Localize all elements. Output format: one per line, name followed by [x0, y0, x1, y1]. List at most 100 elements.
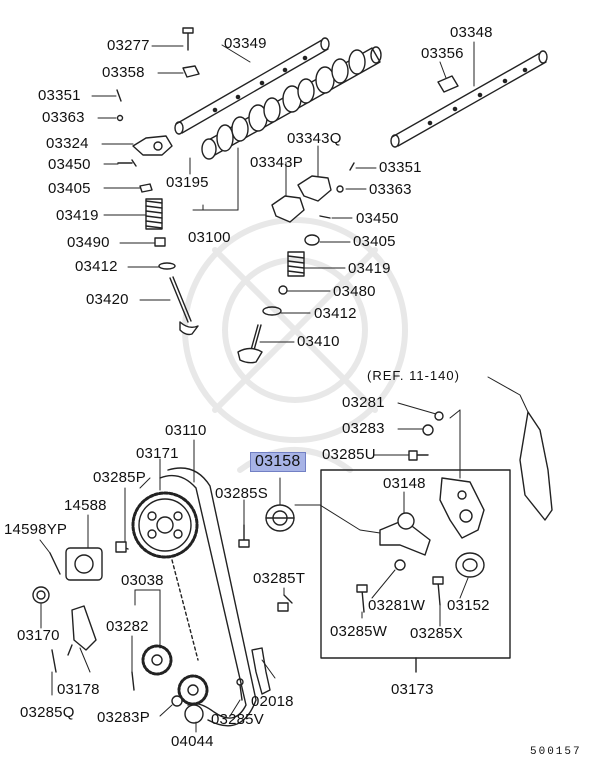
part-label-03358[interactable]: 03358 [102, 64, 145, 81]
belt-cover-ref [519, 411, 553, 521]
tensioner-bracket [439, 477, 485, 539]
part-label-03351-left[interactable]: 03351 [38, 87, 81, 104]
part-label-03281[interactable]: 03281 [342, 394, 385, 411]
part-label-03420[interactable]: 03420 [86, 291, 129, 308]
part-label-03110[interactable]: 03110 [165, 422, 207, 439]
rocker-arm-03324 [132, 135, 173, 156]
valve-spring-right [287, 251, 305, 277]
tensioner-arm-03148 [379, 512, 431, 556]
part-label-03419-left[interactable]: 03419 [56, 207, 99, 224]
part-label-03450-right[interactable]: 03450 [356, 210, 399, 227]
leader-lines [39, 41, 529, 733]
part-label-03178[interactable]: 03178 [57, 681, 100, 698]
bolt-03285V [236, 678, 244, 701]
pump-14588 [65, 547, 103, 581]
washer-03283 [422, 424, 434, 436]
part-label-03281W[interactable]: 03281W [368, 597, 426, 614]
part-label-03348[interactable]: 03348 [450, 24, 493, 41]
part-label-03351-right[interactable]: 03351 [379, 159, 422, 176]
bracket-02018 [251, 647, 271, 695]
watermark-emblem [182, 217, 408, 473]
diagram-code: 500157 [530, 746, 582, 758]
assembly-box-03173 [320, 469, 511, 659]
clip-03358 [182, 65, 200, 78]
part-label-03480[interactable]: 03480 [333, 283, 376, 300]
part-label-03195[interactable]: 03195 [166, 174, 209, 191]
pulley-04044 [184, 704, 204, 724]
part-label-04044[interactable]: 04044 [171, 733, 214, 750]
part-label-03285P[interactable]: 03285P [93, 469, 146, 486]
part-label-03412-left[interactable]: 03412 [75, 258, 118, 275]
part-label-03324[interactable]: 03324 [46, 135, 89, 152]
valve-03420 [169, 276, 199, 336]
idler-pulley-03158 [265, 504, 295, 532]
bolt-03285X [432, 576, 444, 606]
ball-03363b [336, 185, 344, 193]
clip-03356 [437, 75, 459, 93]
part-label-03282[interactable]: 03282 [106, 618, 149, 635]
seat-03412 [158, 262, 176, 270]
key-03282 [131, 671, 135, 691]
bolt-03285Q [51, 649, 57, 673]
rocker-arm-03343Q [297, 175, 332, 202]
part-label-03285Q[interactable]: 03285Q [20, 704, 75, 721]
part-label-02018[interactable]: 02018 [251, 693, 294, 710]
seat-03412b [262, 306, 282, 316]
valve-03410 [237, 324, 263, 364]
part-label-14588[interactable]: 14588 [64, 497, 107, 514]
valve-spring-left [145, 198, 163, 230]
washer-03281 [434, 411, 444, 421]
part-label-03412-right[interactable]: 03412 [314, 305, 357, 322]
ball-03363 [116, 114, 124, 122]
washer-03283P [171, 695, 183, 707]
part-label-03405-left[interactable]: 03405 [48, 180, 91, 197]
part-label-03173[interactable]: 03173 [391, 681, 434, 698]
bolt-03285T [277, 594, 293, 612]
part-label-03343P[interactable]: 03343P [250, 154, 303, 171]
retainer-03405b [304, 234, 320, 246]
bolt-03285U [408, 450, 429, 461]
part-label-03285U[interactable]: 03285U [322, 446, 376, 463]
part-label-03148[interactable]: 03148 [383, 475, 426, 492]
bolt-03285W [356, 584, 368, 613]
cam-sprocket-03171 [131, 491, 199, 559]
keeper-03405 [139, 183, 153, 193]
adjuster-03450b [319, 215, 331, 219]
part-label-03405-right[interactable]: 03405 [353, 233, 396, 250]
part-label-03283P[interactable]: 03283P [97, 709, 150, 726]
part-label-03490[interactable]: 03490 [67, 234, 110, 251]
part-label-03285W[interactable]: 03285W [330, 623, 388, 640]
part-label-03277[interactable]: 03277 [107, 37, 150, 54]
part-label-03158-selected[interactable]: 03158 [250, 452, 306, 472]
part-label-03363-right[interactable]: 03363 [369, 181, 412, 198]
timing-belt-03110 [159, 467, 257, 727]
part-label-03363-left[interactable]: 03363 [42, 109, 85, 126]
bolt-03277 [182, 27, 194, 51]
tensioner-pulley-03152 [455, 552, 485, 578]
ref-note[interactable]: (REF. 11-140) [367, 368, 460, 383]
part-label-03285X[interactable]: 03285X [410, 625, 463, 642]
part-label-03356[interactable]: 03356 [421, 45, 464, 62]
part-label-03285V[interactable]: 03285V [211, 711, 264, 728]
part-label-03152[interactable]: 03152 [447, 597, 490, 614]
rocker-shaft-right [390, 50, 548, 148]
part-label-03419-right[interactable]: 03419 [348, 260, 391, 277]
part-label-14598YP[interactable]: 14598YP [4, 521, 68, 538]
part-label-03349[interactable]: 03349 [224, 35, 267, 52]
part-label-03285S[interactable]: 03285S [215, 485, 268, 502]
part-label-03171[interactable]: 03171 [136, 445, 179, 462]
part-label-03100[interactable]: 03100 [188, 229, 231, 246]
part-label-03343Q[interactable]: 03343Q [287, 130, 342, 147]
crank-sprocket-03038 [141, 644, 209, 706]
part-label-03285T[interactable]: 03285T [253, 570, 306, 587]
part-label-03410[interactable]: 03410 [297, 333, 340, 350]
part-label-03283[interactable]: 03283 [342, 420, 385, 437]
part-label-03450-left[interactable]: 03450 [48, 156, 91, 173]
part-label-03038[interactable]: 03038 [121, 572, 164, 589]
rocker-shaft-left [174, 37, 330, 135]
bolt-14598YP [49, 552, 61, 575]
tensioner-03178 [71, 605, 97, 651]
part-label-03170[interactable]: 03170 [17, 627, 60, 644]
